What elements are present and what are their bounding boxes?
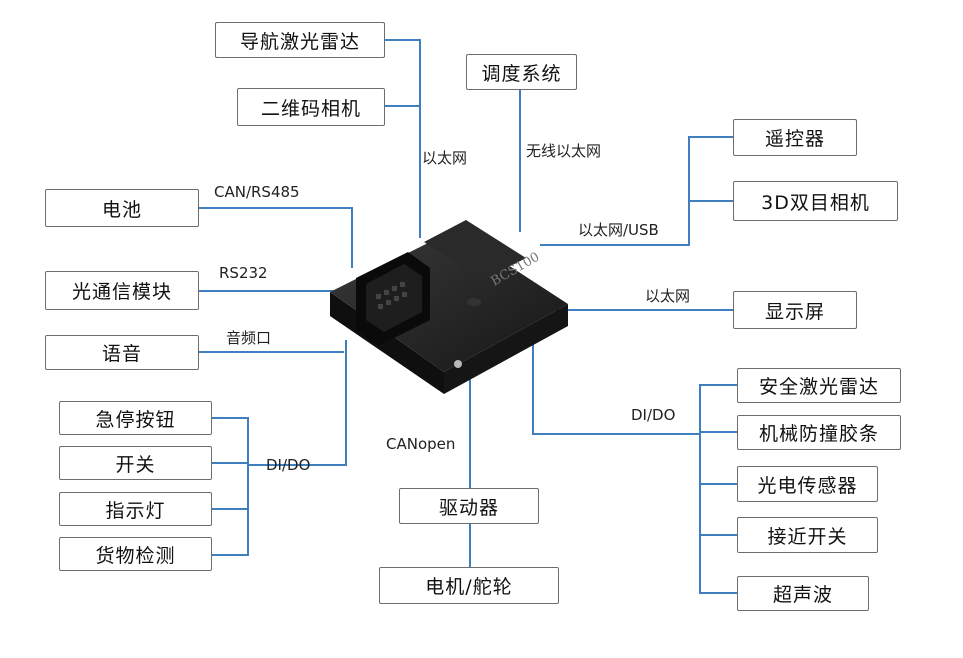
line-nav-lidar	[384, 39, 421, 238]
node-safety-lidar: 安全激光雷达	[737, 368, 901, 403]
node-indicator: 指示灯	[59, 492, 212, 526]
node-estop: 急停按钮	[59, 401, 212, 435]
node-remote: 遥控器	[733, 119, 857, 156]
line-dido-bus-right	[699, 384, 738, 594]
label-eth-usb: 以太网/USB	[578, 221, 659, 239]
node-ultrasonic: 超声波	[737, 576, 869, 611]
node-voice: 语音	[45, 335, 199, 370]
node-switch: 开关	[59, 446, 212, 480]
label-dido-left: DI/DO	[266, 456, 311, 474]
node-photo-sensor: 光电传感器	[737, 466, 878, 502]
node-driver: 驱动器	[399, 488, 539, 524]
controller-device: BCS100	[330, 220, 568, 394]
label-rs232: RS232	[219, 264, 268, 282]
node-display: 显示屏	[733, 291, 857, 329]
line-dido-left	[248, 340, 347, 466]
node-cargo-detect: 货物检测	[59, 537, 212, 571]
node-bumper: 机械防撞胶条	[737, 415, 901, 450]
label-can-rs485: CAN/RS485	[214, 183, 300, 201]
label-ethernet-top: 以太网	[422, 149, 468, 167]
line-dido-right	[532, 330, 700, 435]
node-comm-module: 光通信模块	[45, 271, 199, 310]
label-dido-right: DI/DO	[631, 406, 676, 424]
node-battery: 电池	[45, 189, 199, 227]
node-motor: 电机/舵轮	[379, 567, 559, 604]
node-stereo-camera: 3D双目相机	[733, 181, 898, 221]
node-nav-lidar: 导航激光雷达	[215, 22, 385, 58]
label-canopen: CANopen	[386, 435, 456, 453]
node-proximity: 接近开关	[737, 517, 878, 553]
line-dido-bus-left	[211, 417, 249, 556]
line-battery	[198, 207, 353, 268]
node-2d-camera: 二维码相机	[237, 88, 385, 126]
label-audio: 音频口	[226, 329, 272, 347]
label-wireless: 无线以太网	[526, 142, 602, 160]
node-dispatch: 调度系统	[466, 54, 577, 90]
label-display-eth: 以太网	[645, 287, 691, 305]
line-eth-usb	[540, 136, 734, 246]
